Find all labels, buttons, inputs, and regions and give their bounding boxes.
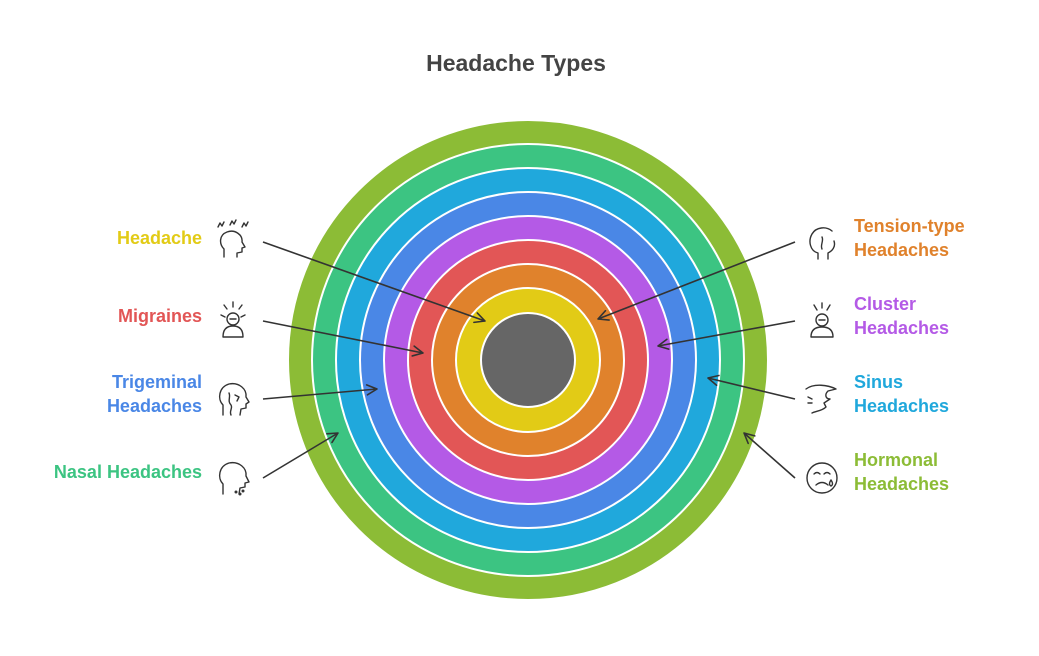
label-nasal: Nasal Headaches [2, 460, 202, 484]
label-trigeminal: Trigeminal Headaches [2, 370, 202, 418]
rings-group [287, 119, 769, 601]
trigeminal-face-icon [218, 382, 250, 416]
label-cluster: Cluster Headaches [854, 292, 1034, 340]
label-hormonal-line1: Hormonal [854, 450, 939, 470]
cluster-person-icon [810, 302, 834, 338]
label-hormonal-line2: Headaches [854, 474, 950, 494]
arrow-hormonal [743, 432, 796, 479]
headache-head-icon [217, 219, 249, 258]
label-tension-line2: Headaches [854, 240, 950, 260]
nasal-head-icon [218, 461, 250, 496]
arrow-cluster [657, 320, 796, 350]
label-hormonal: Hormonal Headaches [854, 448, 1034, 496]
label-headache: Headache [2, 226, 202, 250]
label-sinus-line1: Sinus [854, 372, 904, 392]
arrow-migraines [262, 320, 424, 357]
tension-head-icon [809, 227, 836, 260]
sinus-face-icon [805, 384, 837, 414]
migraine-person-icon [220, 301, 246, 338]
label-nasal-text: Nasal Headaches [53, 462, 202, 482]
label-trigeminal-line2: Headaches [106, 396, 202, 416]
diagram-title: Headache Types [426, 50, 606, 76]
label-tension: Tension-type Headaches [854, 214, 1034, 262]
label-sinus-line2: Headaches [854, 396, 950, 416]
arrow-headache [262, 241, 486, 324]
label-sinus: Sinus Headaches [854, 370, 1034, 418]
arrow-tension [597, 241, 796, 321]
arrow-sinus [707, 374, 796, 400]
arrow-nasal [262, 432, 339, 479]
label-headache-text: Headache [116, 228, 202, 248]
hormonal-face-icon [806, 462, 838, 494]
label-cluster-line1: Cluster [854, 294, 917, 314]
label-tension-line1: Tension-type [854, 216, 965, 236]
arrows-group [262, 241, 796, 479]
center-disc [480, 312, 576, 408]
label-trigeminal-line1: Trigeminal [111, 372, 202, 392]
label-cluster-line2: Headaches [854, 318, 950, 338]
arrow-trigeminal [262, 384, 378, 400]
label-migraines-text: Migraines [117, 306, 202, 326]
label-migraines: Migraines [2, 304, 202, 328]
